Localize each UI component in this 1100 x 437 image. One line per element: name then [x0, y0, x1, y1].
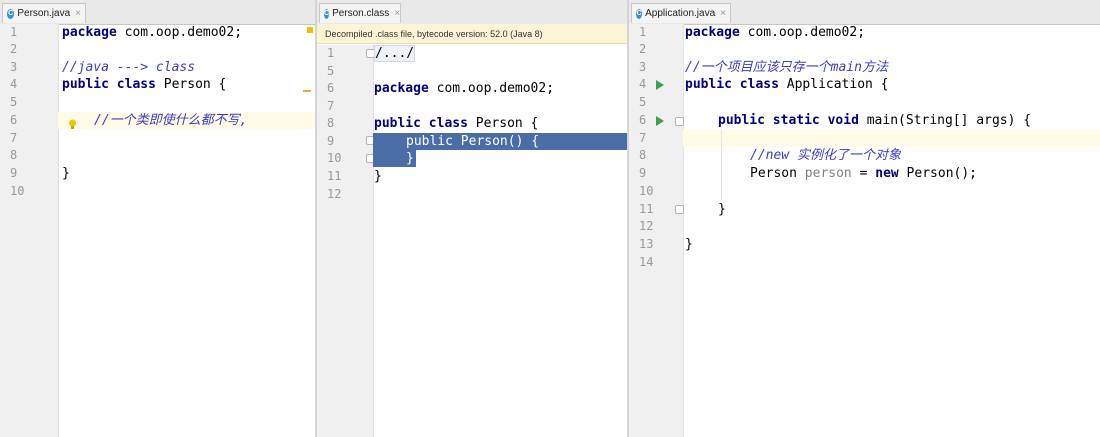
- current-line-highlight: [683, 130, 1100, 147]
- line-number: 3: [10, 60, 18, 74]
- line-number: 7: [639, 131, 647, 145]
- line-number: 4: [10, 77, 18, 91]
- usage-marker: [303, 90, 311, 92]
- tab-person-class[interactable]: C Person.class ×: [319, 3, 401, 23]
- line-number: 14: [639, 255, 654, 269]
- code-line-6: //一个类即使什么都不写,: [94, 113, 248, 128]
- line-number: 8: [327, 116, 335, 130]
- current-line-highlight: [58, 112, 315, 129]
- code-line-1: package com.oop.demo02;: [685, 25, 866, 40]
- line-number: 8: [639, 148, 647, 162]
- fold-icon[interactable]: [675, 117, 684, 126]
- fold-icon[interactable]: [675, 205, 684, 214]
- line-number: 1: [327, 46, 335, 60]
- line-number: 9: [10, 166, 18, 180]
- java-class-icon: C: [7, 8, 15, 19]
- line-number: 8: [10, 148, 18, 162]
- java-class-icon: C: [324, 8, 330, 19]
- line-number: 7: [10, 131, 18, 145]
- line-number: 2: [639, 42, 647, 56]
- line-number: 1: [639, 25, 647, 39]
- tab-application-java[interactable]: C Application.java ×: [631, 3, 731, 23]
- line-number: 3: [639, 60, 647, 74]
- line-number: 5: [327, 64, 335, 78]
- line-number: 7: [327, 99, 335, 113]
- code-line-3: //一个项目应该只存一个main方法: [685, 60, 888, 75]
- line-number: 5: [10, 95, 18, 109]
- line-number: 9: [327, 134, 335, 148]
- tab-label: Application.java: [645, 8, 716, 19]
- line-number: 1: [10, 25, 18, 39]
- line-number: 12: [327, 187, 342, 201]
- close-icon[interactable]: ×: [394, 8, 401, 19]
- code-line-4: public class Person {: [62, 77, 227, 92]
- indent-guide: [721, 130, 722, 200]
- code-line-6: public static void main(String[] args) {: [718, 113, 1032, 128]
- line-number: 6: [639, 113, 647, 127]
- code-line-9: Person person = new Person();: [750, 166, 978, 181]
- code-line-6: package com.oop.demo02;: [374, 81, 555, 96]
- line-number-gutter: [317, 45, 374, 437]
- code-line-1: package com.oop.demo02;: [62, 25, 243, 40]
- run-icon[interactable]: [656, 80, 664, 90]
- code-line-11: }: [718, 202, 726, 217]
- warning-marker[interactable]: [307, 27, 313, 33]
- selection-highlight: [373, 133, 627, 150]
- code-line-11: }: [374, 169, 382, 184]
- line-number-gutter: [0, 24, 59, 437]
- line-number: 13: [639, 237, 654, 251]
- tab-bar: C Application.java ×: [629, 0, 1100, 25]
- code-line-13: }: [685, 237, 693, 252]
- code-line-9: public Person() {: [406, 134, 540, 149]
- tab-label: Person.class: [332, 8, 390, 19]
- line-number: 10: [639, 184, 654, 198]
- line-number: 2: [10, 42, 18, 56]
- line-number: 6: [10, 113, 18, 127]
- line-number: 4: [639, 77, 647, 91]
- line-number: 10: [10, 184, 25, 198]
- tab-bar: C Person.java ×: [0, 0, 315, 25]
- pane-divider[interactable]: [315, 0, 317, 437]
- line-number: 5: [639, 95, 647, 109]
- code-line-8: public class Person {: [374, 116, 539, 131]
- decompiled-banner: Decompiled .class file, bytecode version…: [317, 24, 627, 44]
- code-line-3: //java ---> class: [62, 60, 196, 75]
- code-line-8: //new 实例化了一个对象: [750, 148, 901, 163]
- code-line-4: public class Application {: [685, 77, 889, 92]
- code-line-9: }: [62, 166, 70, 181]
- tab-person-java[interactable]: C Person.java ×: [2, 3, 86, 23]
- line-number: 9: [639, 166, 647, 180]
- editor-pane-person-java: C Person.java × 1 2 3 4 5 6 7 8 9 10 package com.…: [0, 0, 315, 437]
- line-number: 12: [639, 219, 654, 233]
- editor-pane-person-class: C Person.class × Decompiled .class file,…: [317, 0, 627, 437]
- close-icon[interactable]: ×: [75, 8, 81, 19]
- code-line-1[interactable]: /.../: [374, 45, 416, 62]
- tab-label: Person.java: [17, 8, 71, 19]
- pane-divider[interactable]: [627, 0, 629, 437]
- line-number: 11: [327, 169, 342, 183]
- close-icon[interactable]: ×: [720, 8, 726, 19]
- line-number: 6: [327, 81, 335, 95]
- java-class-icon: C: [636, 8, 643, 19]
- tab-bar: C Person.class ×: [317, 0, 627, 25]
- run-icon[interactable]: [656, 116, 664, 126]
- selection-highlight: [373, 150, 416, 167]
- line-number-gutter: [629, 24, 684, 437]
- lightbulb-icon[interactable]: [68, 115, 77, 129]
- line-number: 10: [327, 151, 342, 165]
- line-number: 11: [639, 202, 654, 216]
- code-line-10: }: [406, 151, 414, 166]
